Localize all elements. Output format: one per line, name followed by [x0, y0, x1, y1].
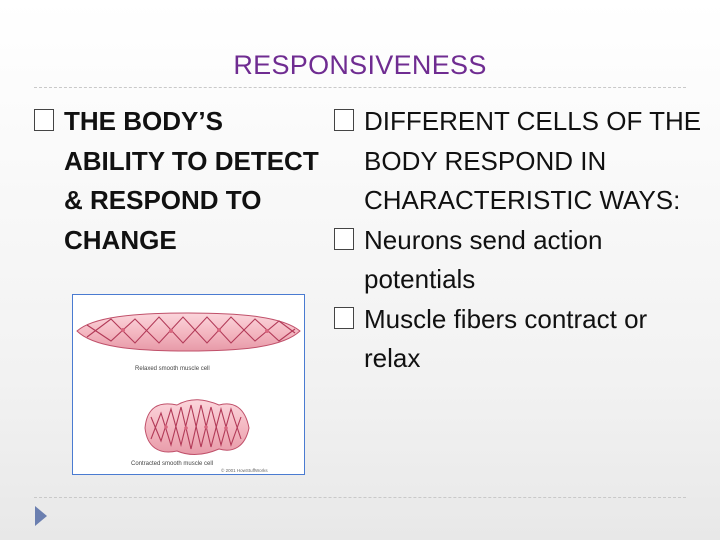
right-bullet-text: DIFFERENT CELLS OF THE BODY RESPOND IN C…	[364, 106, 702, 215]
top-divider	[34, 87, 686, 88]
smooth-muscle-illustration: Relaxed smooth muscle cell Contracted sm…	[76, 312, 301, 473]
left-column: THE BODY’S ABILITY TO DETECT & RESPOND T…	[34, 102, 324, 260]
contracted-muscle-cell	[144, 399, 250, 456]
right-bullet-text: Neurons send action potentials	[364, 224, 603, 295]
box-bullet-icon	[34, 109, 54, 131]
box-bullet-icon	[334, 109, 354, 131]
right-bullet-text: Muscle fibers contract or relax	[364, 303, 648, 374]
right-bullet-item: Muscle fibers contract or relax	[334, 300, 704, 379]
left-bullet-text: THE BODY’S ABILITY TO DETECT & RESPOND T…	[64, 106, 319, 255]
right-column: DIFFERENT CELLS OF THE BODY RESPOND IN C…	[334, 102, 704, 379]
left-bullet-item: THE BODY’S ABILITY TO DETECT & RESPOND T…	[34, 102, 324, 260]
slide-title: RESPONSIVENESS	[233, 50, 487, 80]
bottom-divider	[34, 497, 686, 498]
smooth-muscle-figure: Relaxed smooth muscle cell Contracted sm…	[72, 294, 305, 475]
contracted-caption: Contracted smooth muscle cell	[131, 461, 213, 467]
box-bullet-icon	[334, 227, 354, 250]
right-bullet-item: Neurons send action potentials	[334, 221, 704, 300]
relaxed-muscle-cell	[76, 312, 301, 352]
figure-credit: © 2001 HowStuffWorks	[221, 467, 268, 473]
right-bullet-item: DIFFERENT CELLS OF THE BODY RESPOND IN C…	[334, 102, 704, 221]
next-slide-arrow-icon[interactable]	[34, 505, 48, 527]
box-bullet-icon	[334, 306, 354, 329]
relaxed-caption: Relaxed smooth muscle cell	[135, 366, 210, 372]
